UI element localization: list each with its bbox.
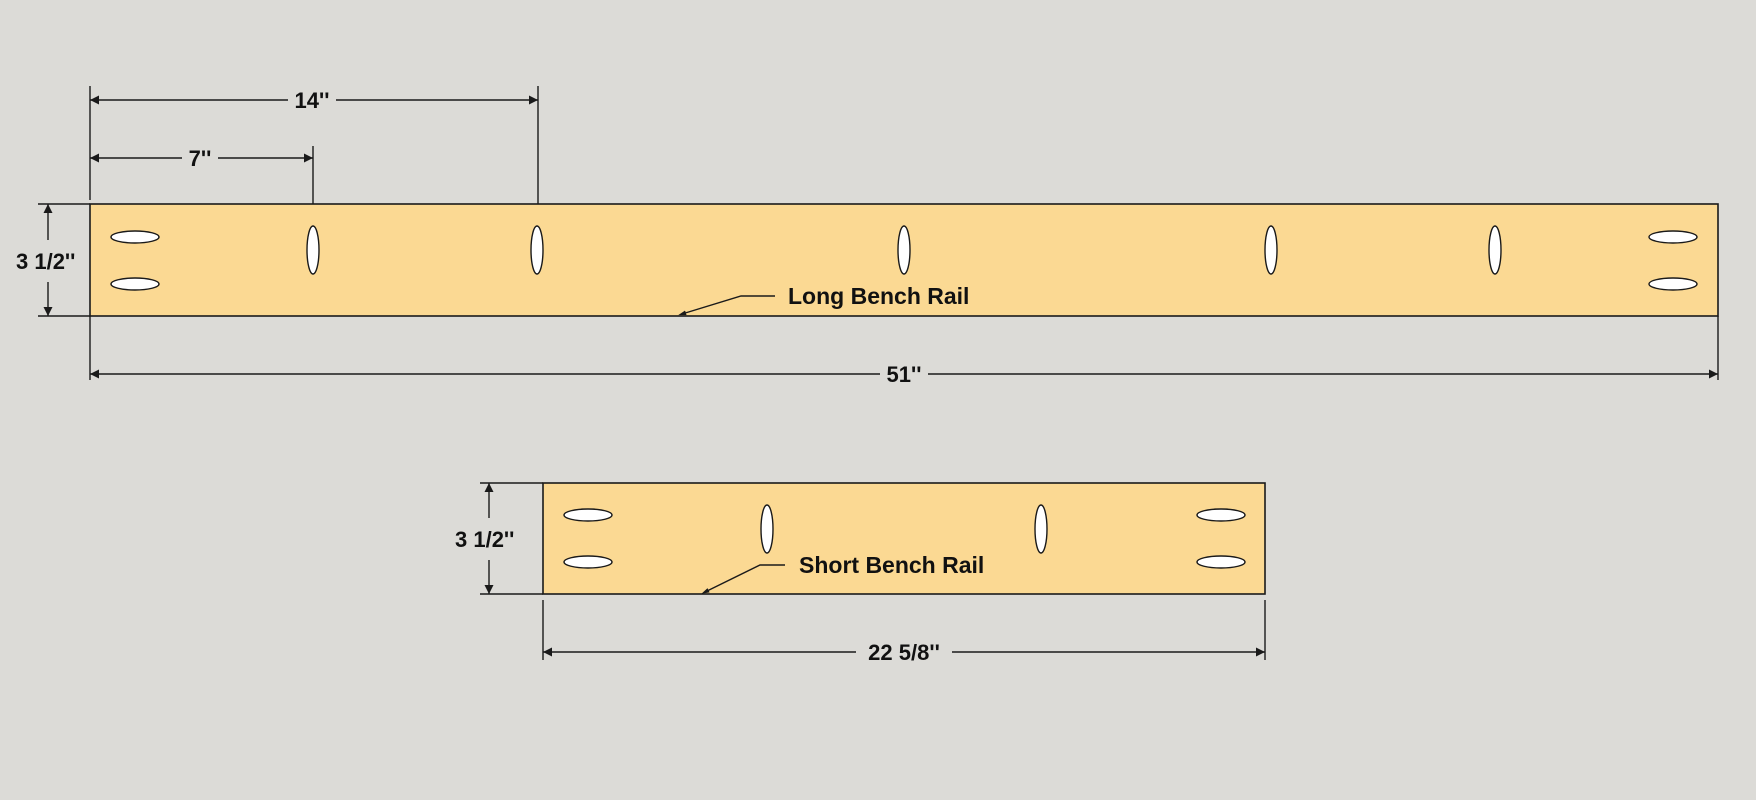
short-bench-rail: Short Bench Rail	[542, 482, 1266, 595]
long-bench-rail: Long Bench Rail	[89, 203, 1719, 317]
short-rail-label: Short Bench Rail	[799, 552, 984, 578]
short-rail-pocket-hole	[1034, 504, 1048, 554]
short-rail-dim-height: 3 1/2''	[455, 482, 543, 595]
long-rail-pocket-hole	[1264, 225, 1278, 275]
short-rail-pocket-hole	[563, 555, 613, 569]
dimension-label: 7''	[189, 146, 212, 171]
short-rail-pocket-hole	[1196, 555, 1246, 569]
dimension-label: 14''	[295, 88, 330, 113]
long-rail-dim-width: 51''	[89, 316, 1719, 387]
dimension-label: 22 5/8''	[868, 640, 940, 665]
long-rail-pocket-hole	[530, 225, 544, 275]
long-rail-dim-7: 7''	[90, 146, 314, 204]
long-rail-leader	[678, 295, 775, 316]
short-rail-dim-width: 22 5/8''	[542, 600, 1266, 665]
short-rail-pocket-hole	[1196, 508, 1246, 522]
long-rail-pocket-hole	[110, 277, 160, 291]
long-rail-pocket-hole	[1488, 225, 1502, 275]
long-rail-pocket-hole	[110, 230, 160, 244]
dimension-label: 3 1/2''	[455, 527, 514, 552]
short-rail-pocket-hole	[563, 508, 613, 522]
dimension-label: 51''	[887, 362, 922, 387]
short-rail-board	[542, 482, 1266, 595]
long-rail-pocket-hole	[1648, 277, 1698, 291]
long-rail-dim-height: 3 1/2''	[16, 203, 90, 317]
short-rail-pocket-hole	[760, 504, 774, 554]
long-rail-label: Long Bench Rail	[788, 283, 969, 309]
long-rail-pocket-hole	[306, 225, 320, 275]
long-rail-dim-14: 14''	[89, 86, 539, 204]
long-rail-pocket-hole	[1648, 230, 1698, 244]
dimension-label: 3 1/2''	[16, 249, 75, 274]
short-rail-leader	[701, 564, 785, 594]
long-rail-pocket-hole	[897, 225, 911, 275]
